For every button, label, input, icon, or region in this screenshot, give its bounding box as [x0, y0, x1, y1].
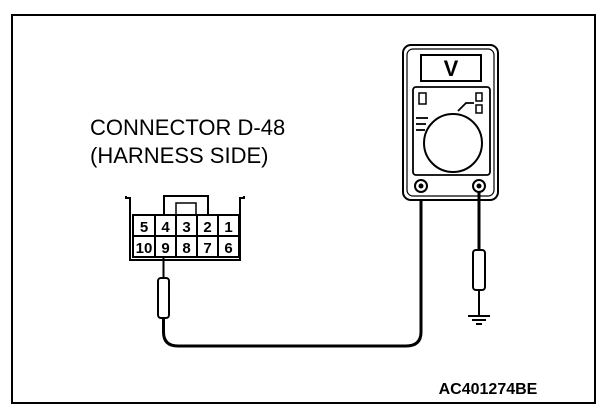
connector-title: CONNECTOR D-48 [90, 115, 285, 140]
probe-connector-pin [157, 258, 170, 319]
probe-handle [472, 249, 486, 291]
meter-mode-symbol: V [444, 56, 459, 81]
pin-label: 2 [203, 219, 211, 236]
range-indicator [418, 92, 427, 105]
pin-label: 6 [224, 240, 232, 257]
connector-subtitle: (HARNESS SIDE) [90, 143, 268, 168]
figure-code: AC401274BE [439, 381, 538, 398]
pin-label: 3 [182, 219, 190, 236]
range-indicator [475, 104, 483, 114]
probe-handle [157, 277, 170, 319]
pin-label: 4 [161, 219, 170, 236]
figure-frame [11, 14, 596, 404]
connector-lock-tab [163, 195, 209, 215]
pin-label: 5 [140, 219, 148, 236]
voltmeter: V [402, 44, 499, 201]
pin-label: 7 [203, 240, 211, 257]
connector-d48: 5 4 3 2 1 10 9 8 7 6 [125, 195, 245, 261]
meter-display [420, 54, 482, 82]
connector-lock-slot [175, 202, 197, 216]
test-lead-signal [162, 193, 423, 348]
range-indicator [475, 92, 483, 102]
probe-ground [472, 249, 486, 310]
rotary-dial [423, 113, 483, 173]
connector-housing [125, 196, 245, 261]
ground-icon [468, 310, 490, 325]
pin-label: 1 [224, 219, 232, 236]
pin-label: 8 [182, 240, 190, 257]
pin-label: 10 [136, 240, 153, 257]
pin-label: 9 [161, 240, 169, 257]
